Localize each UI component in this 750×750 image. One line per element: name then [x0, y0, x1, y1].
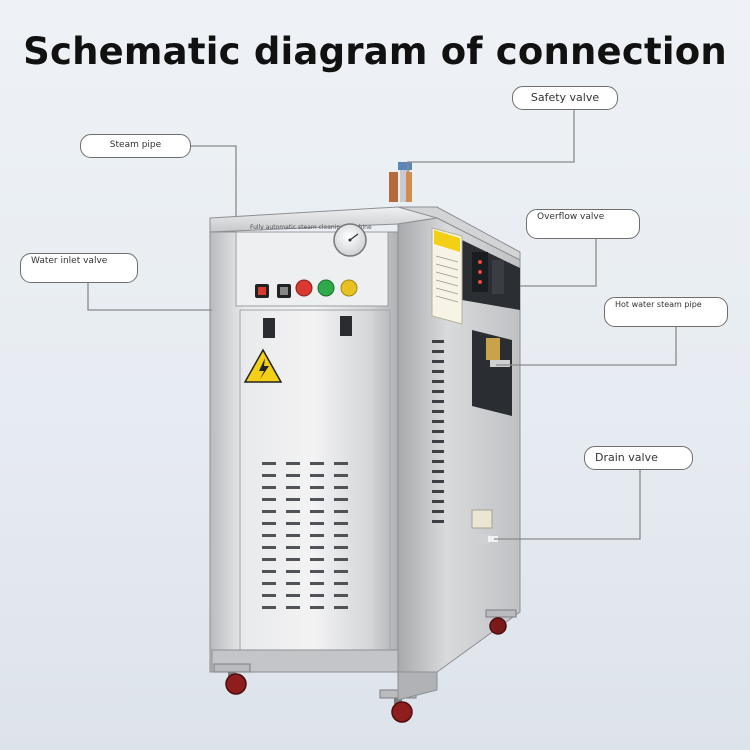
door-latch-right[interactable]	[340, 316, 352, 336]
leader-overflow-valve	[520, 237, 597, 287]
leader-drain-valve	[494, 468, 641, 540]
side-vent	[432, 340, 444, 523]
label-water-inlet-valve: Water inlet valve	[20, 253, 138, 283]
leader-water-inlet-valve	[87, 282, 212, 311]
steam-pipe-fitting	[389, 162, 412, 202]
leader-hot-water-steam-pipe	[496, 326, 677, 366]
page-title: Schematic diagram of connection	[23, 30, 727, 73]
label-hot-water-steam-pipe: Hot water steam pipe	[604, 297, 728, 327]
label-safety-valve: Safety valve	[512, 86, 618, 110]
leader-steam-pipe	[191, 145, 237, 216]
start-button[interactable]	[317, 279, 335, 297]
nameplate-text: Fully automatic steam cleaning machine	[250, 224, 372, 231]
label-overflow-valve: Overflow valve	[526, 209, 640, 239]
label-steam-pipe: Steam pipe	[80, 134, 191, 158]
hot-water-steam-outlet	[490, 360, 510, 367]
caster-back-right	[485, 609, 517, 635]
door-latch-left[interactable]	[263, 318, 275, 338]
leader-safety-valve	[407, 108, 575, 172]
label-drain-valve: Drain valve	[584, 446, 693, 470]
reset-button[interactable]	[340, 279, 358, 297]
drain-valve-outlet	[488, 536, 498, 542]
front-vent	[262, 462, 348, 609]
stop-button[interactable]	[295, 279, 313, 297]
caster-front-left	[213, 663, 251, 695]
